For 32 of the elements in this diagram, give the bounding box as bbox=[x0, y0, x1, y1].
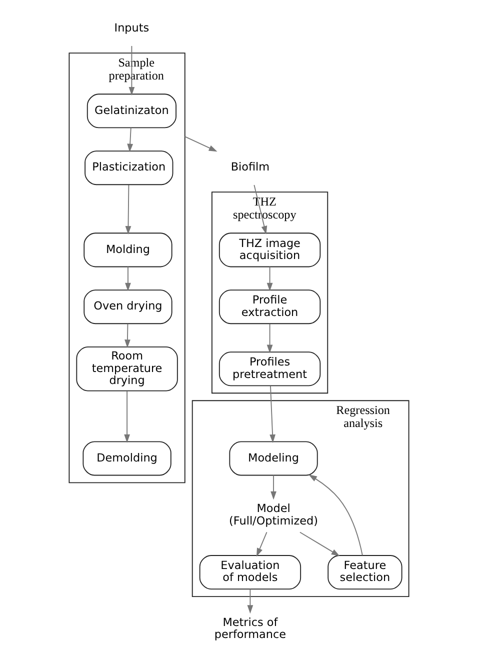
node-box: Feature selection bbox=[328, 555, 402, 590]
node-text: Biofilm bbox=[230, 160, 270, 174]
arrow bbox=[254, 184, 268, 234]
node-box: Demolding bbox=[82, 441, 172, 476]
arrow bbox=[256, 532, 268, 557]
node-box: Evaluation of models bbox=[199, 555, 302, 590]
node-box: Oven drying bbox=[84, 290, 172, 324]
arrow bbox=[127, 127, 134, 152]
node-box: Profiles pretreatment bbox=[218, 352, 321, 386]
node-text: Model (Full/Optimized) bbox=[229, 502, 318, 528]
arrow bbox=[270, 385, 276, 443]
arrow bbox=[125, 266, 131, 292]
arrow bbox=[308, 474, 363, 556]
node-box: Molding bbox=[84, 232, 172, 268]
arrow bbox=[124, 323, 130, 348]
node-text: Inputs bbox=[114, 22, 150, 35]
arrow bbox=[125, 184, 132, 234]
node-box: Modeling bbox=[229, 441, 318, 476]
arrow bbox=[128, 46, 135, 96]
node-box: Profile extraction bbox=[218, 290, 321, 324]
node-box: Gelatinizaton bbox=[86, 94, 176, 128]
arrow bbox=[266, 323, 273, 354]
node-box: Room temperature drying bbox=[76, 346, 178, 392]
arrow bbox=[270, 474, 276, 500]
arrow bbox=[300, 532, 340, 556]
node-box: THZ image acquisition bbox=[218, 232, 321, 268]
arrow bbox=[266, 266, 273, 292]
node-text: Metrics of performance bbox=[214, 616, 286, 642]
arrow bbox=[184, 136, 218, 152]
arrow bbox=[247, 588, 254, 614]
arrow bbox=[124, 390, 130, 443]
node-box: Plasticization bbox=[84, 150, 174, 186]
